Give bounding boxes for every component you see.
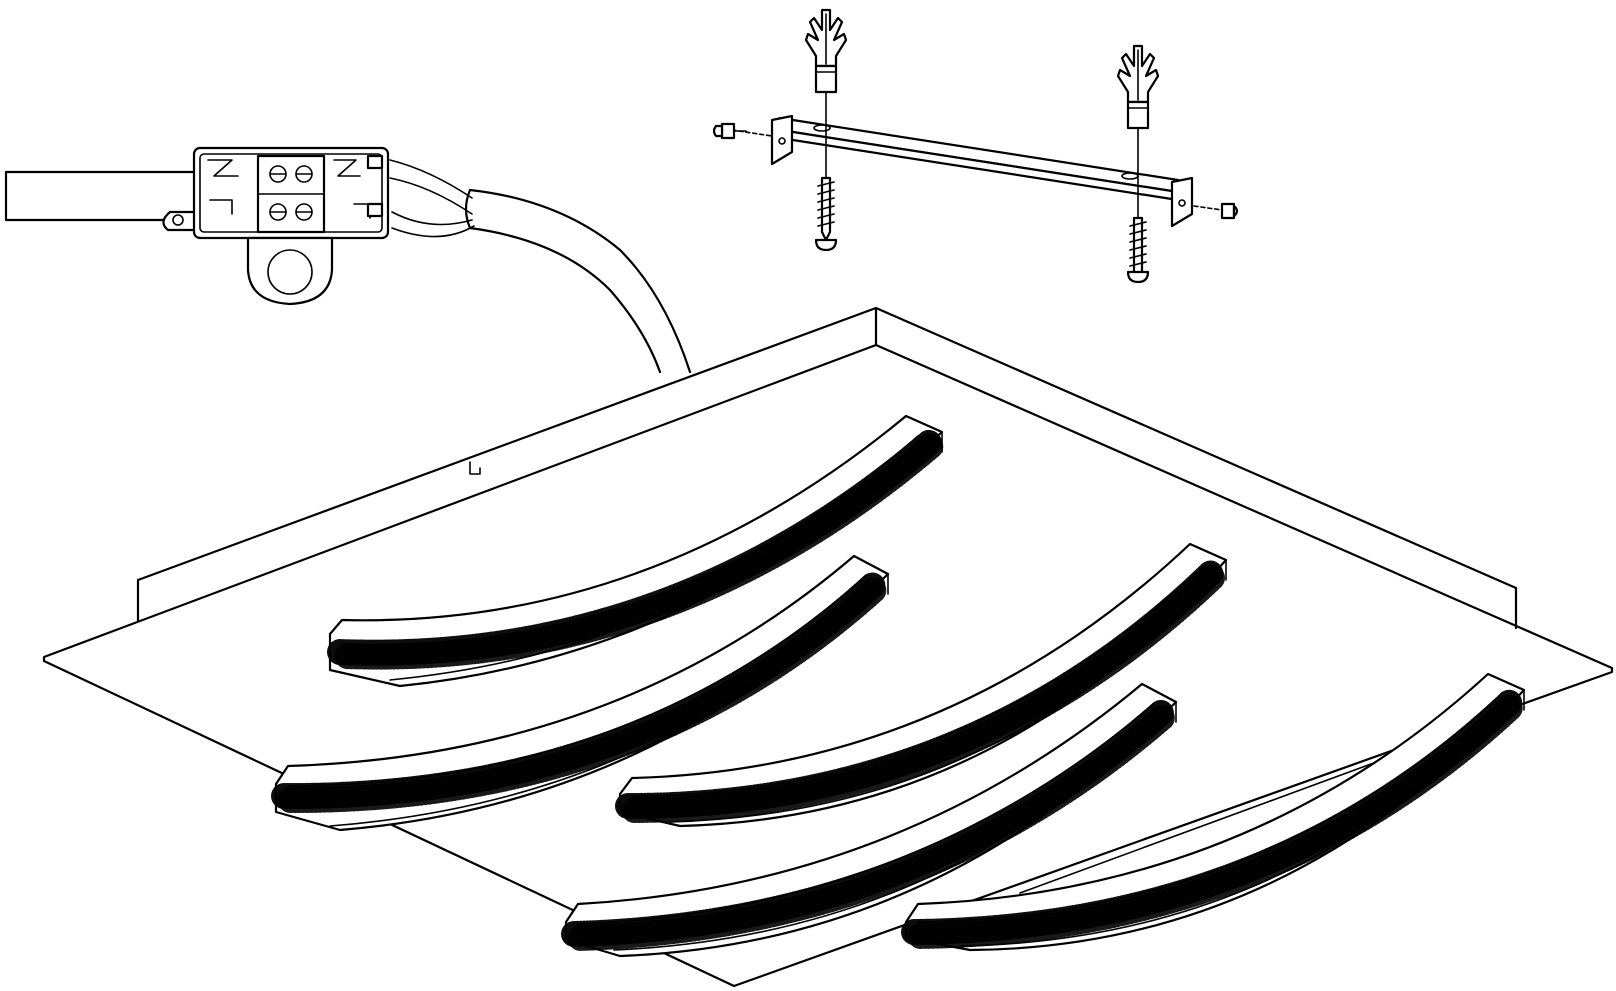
led-arc-3-mid-edge [669, 573, 1211, 823]
screw-cap [712, 124, 724, 138]
led-arc-4-diffuser-b [565, 703, 1177, 951]
wall-plug-collar [814, 64, 838, 94]
bracket-bar-top [778, 116, 1180, 194]
panel-frame [42, 343, 1614, 988]
screw-head [720, 122, 736, 140]
supply-cable-outer [468, 188, 692, 374]
bracket-flange-left [770, 114, 794, 166]
wire-3 [391, 211, 473, 226]
screw-right [1126, 216, 1150, 284]
led-arc-5-mid-edge [959, 703, 1509, 947]
led-arc-5 [901, 672, 1526, 952]
led-arc-5-diffuser-b [905, 693, 1525, 949]
terminal-screws [269, 165, 313, 221]
led-arc-4-top-edge [577, 703, 1155, 925]
led-arc-1-diffuser-b [332, 432, 945, 670]
side-screw-left [712, 122, 773, 140]
screw-head [1220, 202, 1236, 220]
bracket-flange-right [1170, 176, 1194, 228]
wall-plug-left [804, 8, 848, 179]
assembly-line [1193, 205, 1223, 211]
screw-head [814, 238, 838, 252]
wall-plug-collar [1126, 100, 1150, 130]
led-arc-3-top-edge [631, 565, 1205, 797]
panel-inner-edge [1019, 756, 1391, 894]
keyhole-slot [469, 461, 481, 475]
mounting-eye [246, 236, 334, 306]
bracket-flange-hole [778, 137, 786, 145]
led-arc-3 [615, 542, 1228, 828]
wire-4 [391, 225, 475, 238]
bracket-flange-hole [1178, 199, 1186, 207]
led-arc-5-endcap [1487, 673, 1525, 711]
mounting-eye-hole [267, 249, 313, 295]
screw-head [1126, 270, 1150, 284]
strain-relief-hole [172, 214, 184, 226]
wire-2 [389, 177, 473, 215]
screw-cap [1232, 204, 1239, 218]
wall-plug-right [1116, 44, 1160, 219]
led-arc-2-mid-edge [329, 585, 873, 827]
supply-cable-end [464, 188, 472, 230]
wire-1 [389, 159, 473, 199]
screw-thread [1129, 221, 1147, 267]
led-arc-1-endcap [905, 415, 943, 453]
led-arc-4 [561, 682, 1178, 958]
spring-contact-left [207, 159, 239, 177]
led-arc-2-endcap [853, 555, 889, 595]
mounting-bracket [770, 114, 1194, 228]
ceiling-panel [42, 306, 1614, 988]
led-arc-1 [327, 414, 945, 688]
led-arc-4-endcap [1141, 683, 1177, 723]
supply-cable-inner [468, 226, 662, 374]
led-arc-2-top-edge [287, 575, 867, 787]
led-arc-5-top-edge [917, 695, 1501, 923]
supply-cable [389, 159, 692, 374]
led-arc-1-mid-edge [389, 439, 921, 681]
spring-contact-right [333, 159, 361, 177]
led-arc-4-mid-edge [613, 713, 1161, 951]
contact-left-lower [209, 199, 233, 215]
output-port-1 [366, 154, 384, 170]
led-arc-3-endcap [1189, 543, 1227, 581]
led-arc-3-diffuser-b [619, 563, 1227, 823]
screw-thread [817, 181, 835, 227]
led-arc-1-top-edge [341, 435, 919, 646]
screw-left [814, 176, 838, 252]
output-port-2 [366, 202, 384, 218]
side-screw-right [1193, 202, 1239, 220]
bracket-slot [813, 124, 831, 132]
led-arc-2 [271, 554, 890, 832]
terminal-block [4, 146, 390, 306]
bracket-bar-side [778, 128, 1180, 202]
